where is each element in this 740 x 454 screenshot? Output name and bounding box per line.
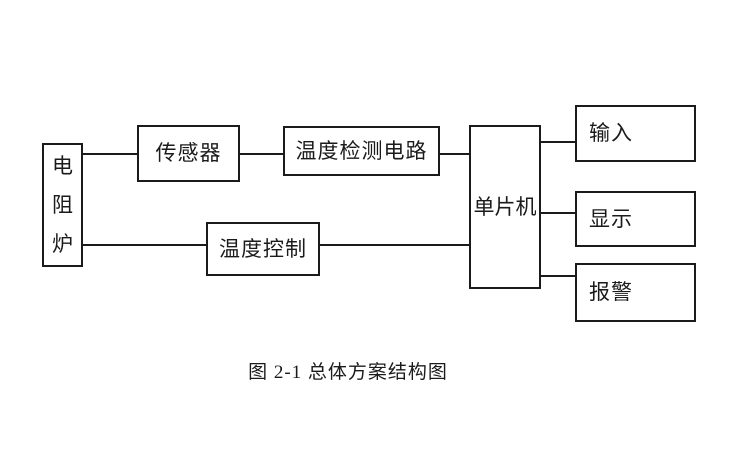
sensor-label: 传感器 — [155, 141, 222, 165]
connector-temperature-control-mcu — [320, 244, 469, 246]
display-label: 显示 — [589, 206, 633, 231]
temperature-detection-circuit-label: 温度检测电路 — [295, 138, 428, 163]
furnace-label: 电阻炉 — [52, 153, 73, 256]
display-block: 显示 — [575, 191, 696, 247]
alarm-block: 报警 — [575, 263, 696, 322]
connector-furnace-temperature-control — [83, 244, 206, 246]
alarm-label: 报警 — [589, 280, 633, 304]
temperature-control-label: 温度控制 — [219, 236, 307, 261]
connector-mcu-display — [541, 212, 575, 214]
connector-detection-circuit-mcu — [440, 153, 469, 155]
sensor-block: 传感器 — [137, 125, 240, 182]
furnace-block: 电阻炉 — [42, 143, 83, 267]
connector-mcu-alarm — [541, 275, 575, 277]
temperature-control-block: 温度控制 — [206, 222, 320, 276]
figure-caption: 图 2-1 总体方案结构图 — [248, 362, 448, 383]
mcu-label: 单片机 — [473, 194, 537, 219]
connector-sensor-detection-circuit — [240, 153, 283, 155]
connector-mcu-input — [541, 141, 575, 143]
connector-furnace-sensor — [83, 153, 137, 155]
mcu-block: 单片机 — [469, 125, 541, 289]
temperature-detection-circuit-block: 温度检测电路 — [283, 126, 440, 176]
input-label: 输入 — [589, 121, 633, 145]
input-block: 输入 — [575, 105, 696, 162]
